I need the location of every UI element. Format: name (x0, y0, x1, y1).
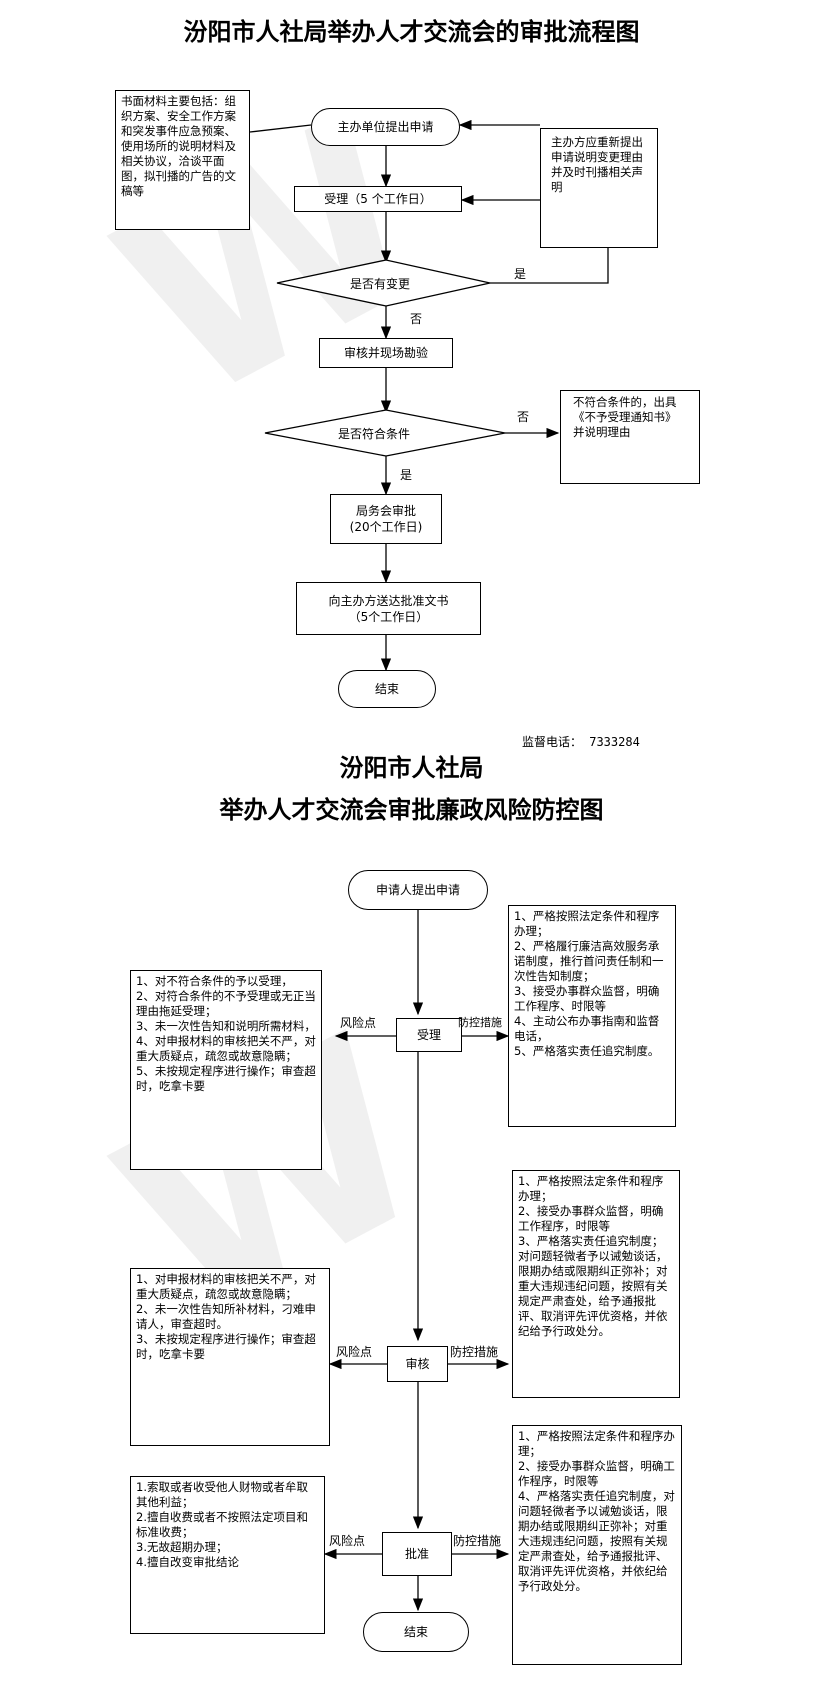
fc2-step-review: 审核 (387, 1346, 448, 1382)
label-no-change: 否 (410, 312, 423, 326)
step-approve: 局务会审批 (20个工作日) (330, 494, 442, 544)
label-no-condition: 否 (517, 410, 530, 424)
hotline: 监督电话： 7333284 (522, 735, 640, 749)
risk-label-accept: 风险点 (340, 1016, 377, 1030)
step-deliver-line2: （5个工作日） (348, 609, 429, 624)
step-end: 结束 (338, 670, 436, 708)
label-yes-condition: 是 (400, 468, 413, 482)
note-reject: 不符合条件的，出具《不予受理通知书》并说明理由 (560, 390, 700, 484)
fc2-step-apply: 申请人提出申请 (348, 870, 488, 910)
decision-change-text: 是否有变更 (350, 277, 411, 291)
step-deliver-line1: 向主办方送达批准文书 (328, 593, 449, 608)
label-yes-change: 是 (514, 267, 527, 281)
step-approve-line2: (20个工作日) (349, 520, 423, 534)
flowchart2-title-line2: 举办人才交流会审批廉政风险防控图 (219, 796, 604, 824)
risk-label-review: 风险点 (336, 1345, 373, 1359)
control-label-review: 防控措施 (450, 1345, 499, 1359)
fc2-step-accept: 受理 (396, 1018, 462, 1052)
flowchart2-title-line1: 汾阳市人社局 (339, 754, 484, 782)
control-approve: 1、严格按照法定条件和程序办理； 2、接受办事群众监督，明确工作程序，时限等 4… (512, 1425, 682, 1665)
flowchart1-title: 汾阳市人社局举办人才交流会的审批流程图 (183, 18, 640, 46)
decision-condition-text: 是否符合条件 (338, 427, 411, 441)
control-label-approve: 防控措施 (453, 1534, 502, 1548)
control-accept: 1、严格按照法定条件和程序办理； 2、严格履行廉洁高效服务承诺制度，推行首问责任… (508, 905, 676, 1127)
decision-change-diamond (276, 259, 491, 307)
risk-review: 1、对申报材料的审核把关不严，对重大质疑点，疏忽或故意隐瞒； 2、未一次性告知所… (130, 1268, 330, 1446)
step-accept: 受理（5 个工作日） (294, 186, 462, 212)
step-apply: 主办单位提出申请 (311, 108, 460, 146)
risk-label-approve: 风险点 (329, 1534, 366, 1548)
fc2-step-approve: 批准 (382, 1532, 452, 1576)
control-label-accept: 防控措施 (458, 1016, 502, 1029)
step-deliver: 向主办方送达批准文书 （5个工作日） (296, 582, 481, 635)
note-materials: 书面材料主要包括：组织方案、安全工作方案和突发事件应急预案、使用场所的说明材料及… (115, 90, 250, 230)
risk-accept: 1、对不符合条件的予以受理， 2、对符合条件的不予受理或无正当理由拖延受理； 3… (130, 970, 322, 1170)
decision-condition-diamond (264, 409, 506, 457)
control-review: 1、严格按照法定条件和程序办理； 2、接受办事群众监督，明确工作程序，时限等 3… (512, 1170, 680, 1398)
step-review: 审核并现场勘验 (319, 338, 453, 368)
fc2-step-end: 结束 (363, 1612, 469, 1652)
note-reapply: 主办方应重新提出申请说明变更理由并及时刊播相关声明 (540, 128, 658, 248)
step-approve-line1: 局务会审批 (355, 504, 416, 518)
risk-approve: 1.索取或者收受他人财物或者牟取其他利益； 2.擅自收费或者不按照法定项目和标准… (130, 1476, 325, 1634)
